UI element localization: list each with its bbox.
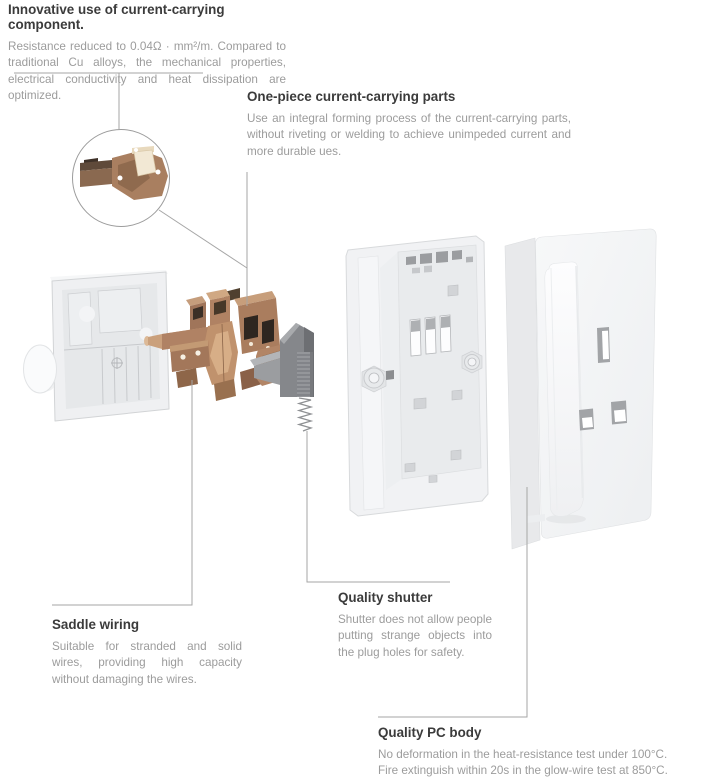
socket-holes — [579, 327, 627, 431]
annotation-quality-shutter-title: Quality shutter — [338, 590, 433, 605]
leader-line-shutter — [306, 431, 450, 583]
annotation-quality-pc-body: Quality PC body No deformation in the he… — [378, 725, 668, 780]
annotation-quality-pc-body-title: Quality PC body — [378, 725, 482, 740]
annotation-one-piece: One-piece current-carrying parts Use an … — [247, 89, 571, 160]
annotation-quality-shutter-body: Shutter does not allow people putting st… — [338, 613, 492, 659]
front-panel-illustration — [504, 228, 657, 550]
shutter-illustration — [250, 323, 314, 432]
spring-coil — [296, 397, 314, 432]
annotation-quality-pc-body-line1: No deformation in the heat-resistance te… — [378, 748, 668, 761]
leader-line-pc-body — [378, 487, 528, 718]
annotation-saddle-wiring: Saddle wiring Suitable for stranded and … — [52, 617, 242, 688]
switch-rocker — [544, 261, 584, 517]
leader-line-magnifier-diagonal — [158, 209, 248, 269]
annotation-innovative: Innovative use of current-carrying compo… — [8, 2, 286, 105]
magnified-copper-contact-icon — [80, 146, 168, 200]
annotation-one-piece-title: One-piece current-carrying parts — [247, 89, 456, 104]
magnifier-circle — [72, 129, 170, 227]
mounting-box-illustration — [23, 270, 170, 422]
annotation-innovative-body: Resistance reduced to 0.04Ω · mm²/m. Com… — [8, 40, 286, 103]
annotation-innovative-title: Innovative use of current-carrying compo… — [8, 2, 225, 32]
annotation-one-piece-body: Use an integral forming process of the c… — [247, 112, 571, 158]
inner-frame-illustration — [345, 235, 489, 517]
leader-line-saddle — [52, 380, 193, 606]
annotation-saddle-wiring-title: Saddle wiring — [52, 617, 140, 632]
annotation-quality-shutter: Quality shutter Shutter does not allow p… — [338, 590, 492, 661]
brand-emboss — [527, 514, 545, 523]
annotation-saddle-wiring-body: Suitable for stranded and solid wires, p… — [52, 640, 242, 686]
annotation-quality-pc-body-line2: Fire extinguish within 20s in the glow-w… — [378, 764, 668, 778]
